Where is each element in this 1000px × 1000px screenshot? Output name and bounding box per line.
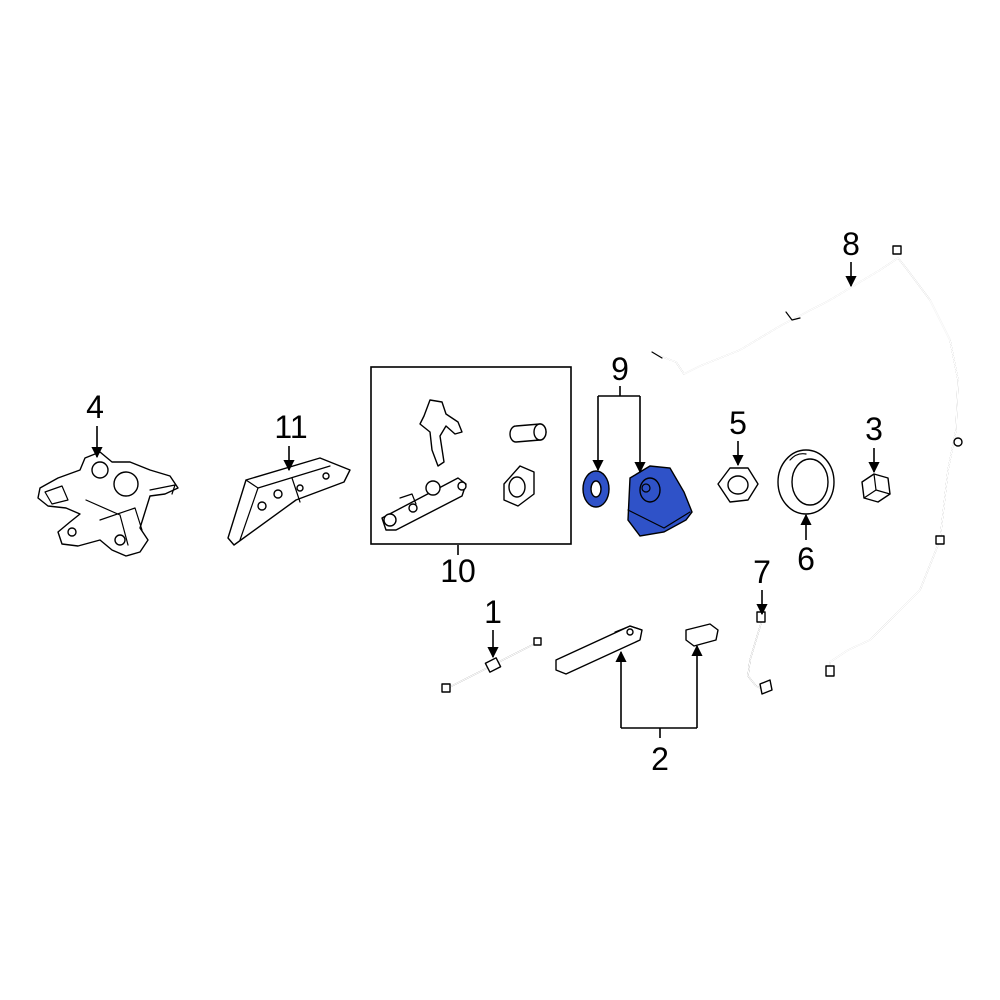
latch-assembly-part[interactable] [37, 451, 179, 557]
cap-part-highlighted[interactable] [627, 465, 693, 537]
callout-4: 4 [86, 389, 104, 425]
callout-11: 11 [274, 409, 307, 445]
gasket-part-highlighted[interactable] [582, 470, 610, 508]
kit-components[interactable] [381, 399, 547, 531]
callout-9: 9 [611, 351, 629, 387]
kit-frame [370, 366, 572, 545]
grommet-part[interactable] [777, 449, 835, 515]
trim-piece-part[interactable] [555, 625, 643, 675]
callout-3: 3 [865, 411, 883, 447]
leader-2-bar [621, 727, 697, 738]
cable-harness-part[interactable] [651, 245, 963, 677]
callout-2: 2 [651, 741, 669, 777]
callout-5: 5 [729, 405, 747, 441]
callout-6: 6 [797, 541, 815, 577]
hex-nut-part[interactable] [717, 467, 759, 503]
callout-10: 10 [440, 553, 476, 589]
callout-8: 8 [842, 226, 860, 262]
handle-part[interactable] [227, 457, 351, 546]
callout-1: 1 [484, 594, 502, 630]
clip-piece-part[interactable] [685, 623, 719, 647]
callout-7: 7 [753, 554, 771, 590]
cap-nut-part[interactable] [861, 473, 891, 503]
leader-9-bar [598, 386, 640, 397]
rod-part[interactable] [441, 637, 542, 693]
wire-lead-part[interactable] [747, 611, 773, 695]
